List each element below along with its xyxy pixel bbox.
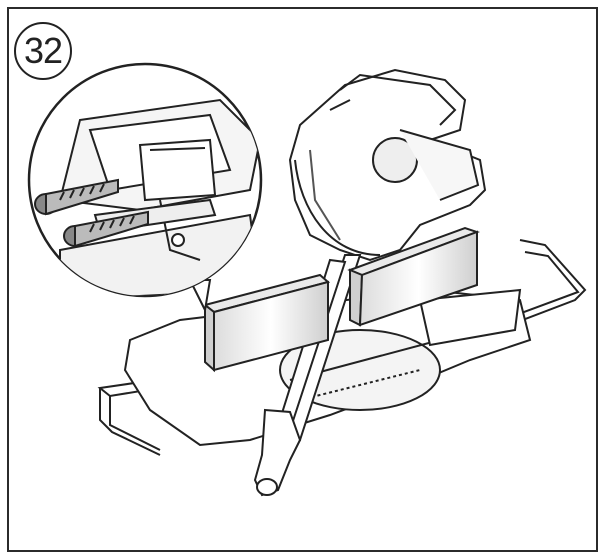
zoom-detail-circle bbox=[27, 62, 263, 298]
saw-handle bbox=[253, 408, 302, 497]
screw-lower bbox=[63, 210, 149, 248]
step-number-badge: 32 bbox=[14, 22, 72, 80]
screw-upper bbox=[34, 178, 119, 216]
sub-fence-right bbox=[347, 226, 480, 327]
saw-head bbox=[288, 68, 487, 262]
sub-fence-left bbox=[202, 273, 331, 373]
